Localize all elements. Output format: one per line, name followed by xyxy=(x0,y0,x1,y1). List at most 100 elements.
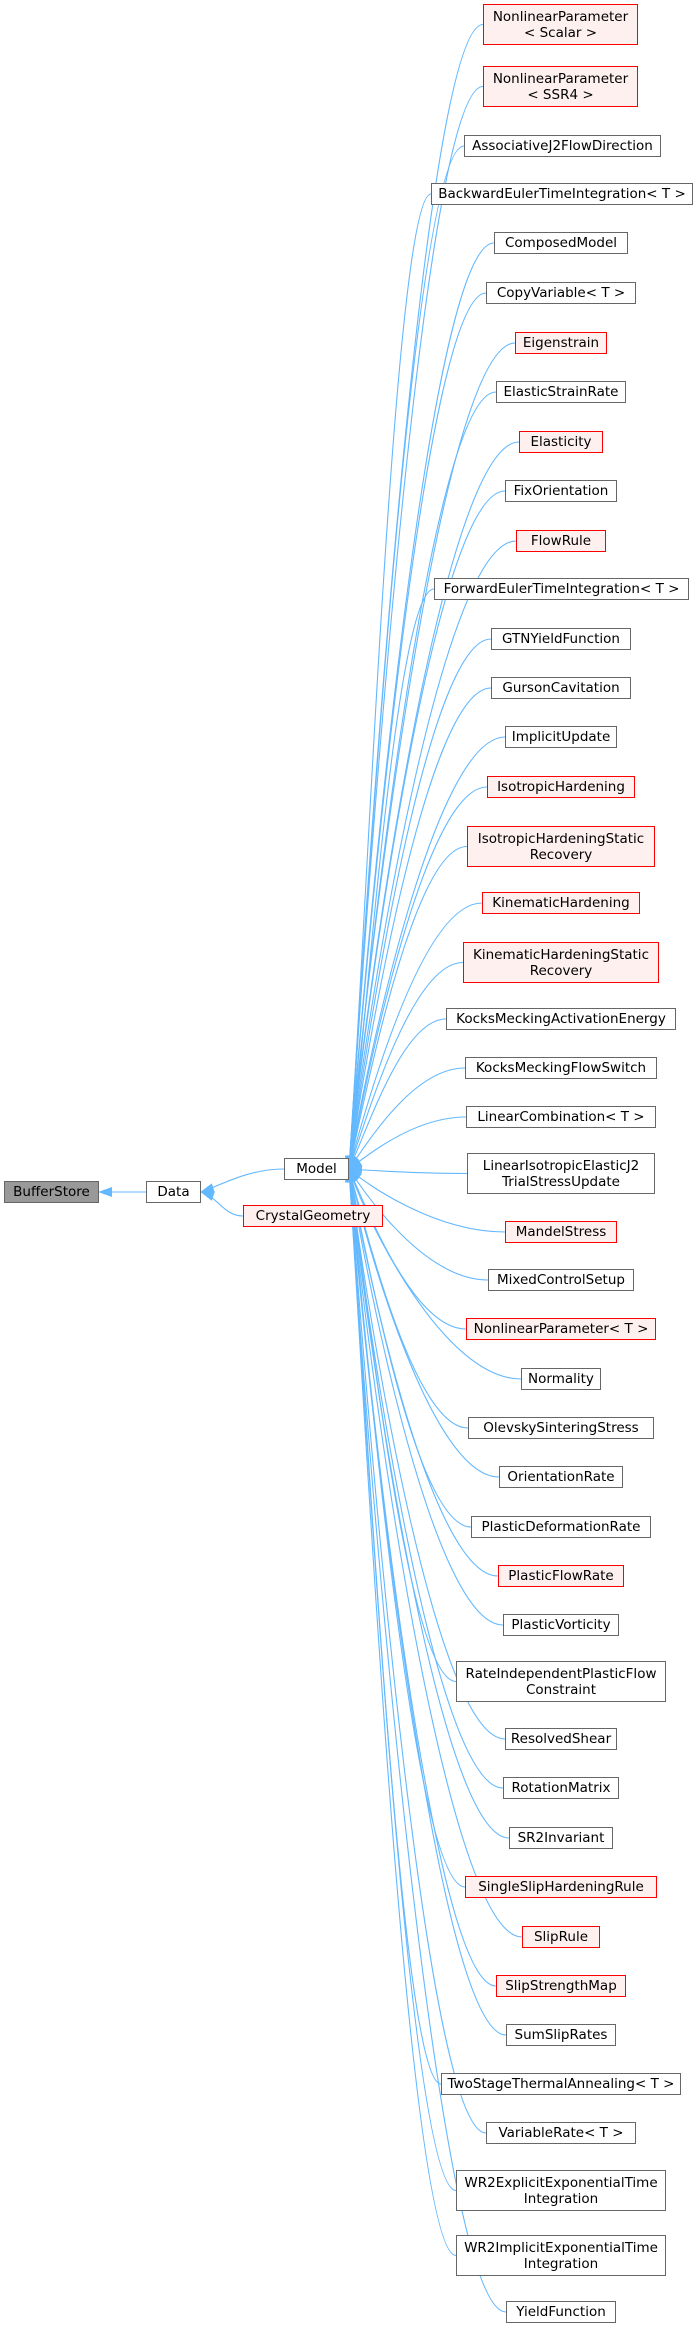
edge-linear-combination-to-model xyxy=(348,1116,467,1170)
edge-normality-to-model xyxy=(348,1168,522,1380)
class-node-nonlinear-parameter-ssr4[interactable]: NonlinearParameter< SSR4 > xyxy=(483,66,638,107)
edge-flow-rule-to-model xyxy=(345,540,517,1170)
class-node-label: BufferStore xyxy=(13,1184,90,1200)
class-node-normality[interactable]: Normality xyxy=(521,1368,601,1390)
class-node-elasticity[interactable]: Elasticity xyxy=(519,431,603,453)
edge-backward-euler-time-integration-to-model xyxy=(344,193,432,1170)
class-node-label: MandelStress xyxy=(515,1224,607,1240)
class-node-variable-rate[interactable]: VariableRate< T > xyxy=(486,2122,636,2144)
class-node-label: ImplicitUpdate xyxy=(511,729,611,745)
class-node-forward-euler-time-integration[interactable]: ForwardEulerTimeIntegration< T > xyxy=(434,578,689,600)
class-node-label: BackwardEulerTimeIntegration< T > xyxy=(438,186,686,202)
edge-single-slip-hardening-rule-to-model xyxy=(345,1168,466,1888)
class-node-rotation-matrix[interactable]: RotationMatrix xyxy=(503,1777,619,1799)
class-node-label: WR2ImplicitExponentialTime xyxy=(464,2239,658,2256)
edge-sr2-invariant-to-model xyxy=(345,1168,510,1839)
class-node-gtn-yield-function[interactable]: GTNYieldFunction xyxy=(491,628,631,650)
class-node-label: NonlinearParameter xyxy=(492,8,629,25)
class-node-label: ElasticStrainRate xyxy=(503,384,619,400)
class-node-label: Recovery xyxy=(529,846,593,863)
class-node-label: Eigenstrain xyxy=(522,335,600,351)
edge-isotropic-hardening-static-recovery-to-model xyxy=(346,845,468,1170)
edge-crystal-geometry-to-data xyxy=(200,1191,244,1217)
class-node-label: SingleSlipHardeningRule xyxy=(478,1879,644,1895)
class-node-composed-model[interactable]: ComposedModel xyxy=(494,232,628,254)
class-node-backward-euler-time-integration[interactable]: BackwardEulerTimeIntegration< T > xyxy=(431,183,693,205)
edge-elastic-strain-rate-to-model xyxy=(345,391,497,1170)
class-node-slip-strength-map[interactable]: SlipStrengthMap xyxy=(496,1975,626,1997)
class-node-label: Model xyxy=(296,1161,337,1177)
class-node-label: OrientationRate xyxy=(507,1469,615,1485)
class-node-plastic-flow-rate[interactable]: PlasticFlowRate xyxy=(498,1565,624,1587)
class-node-label: KocksMeckingFlowSwitch xyxy=(475,1060,647,1076)
class-node-associative-j2-flow-direction[interactable]: AssociativeJ2FlowDirection xyxy=(464,135,661,157)
class-node-single-slip-hardening-rule[interactable]: SingleSlipHardeningRule xyxy=(465,1876,657,1898)
class-node-plastic-vorticity[interactable]: PlasticVorticity xyxy=(503,1614,619,1636)
class-node-label: CopyVariable< T > xyxy=(496,285,626,301)
class-node-data[interactable]: Data xyxy=(146,1181,201,1203)
class-node-two-stage-thermal-annealing[interactable]: TwoStageThermalAnnealing< T > xyxy=(441,2073,681,2095)
class-node-label: IsotropicHardeningStatic xyxy=(477,830,645,847)
class-node-model[interactable]: Model xyxy=(284,1158,349,1180)
class-node-olevsky-sintering-stress[interactable]: OlevskySinteringStress xyxy=(468,1417,654,1439)
edge-rotation-matrix-to-model xyxy=(345,1168,504,1789)
class-node-kocks-mecking-activation-energy[interactable]: KocksMeckingActivationEnergy xyxy=(446,1008,676,1030)
class-node-label: SlipRule xyxy=(533,1929,589,1945)
class-node-label: Integration xyxy=(523,2255,599,2272)
class-node-label: RateIndependentPlasticFlow xyxy=(465,1665,657,1682)
class-node-crystal-geometry[interactable]: CrystalGeometry xyxy=(243,1205,383,1227)
edge-wr2-implicit-exponential-time-integration-to-model xyxy=(344,1168,457,2257)
class-node-label: VariableRate< T > xyxy=(498,2125,624,2141)
class-node-nonlinear-parameter-t[interactable]: NonlinearParameter< T > xyxy=(466,1318,656,1340)
edge-olevsky-sintering-stress-to-model xyxy=(347,1168,469,1429)
class-node-label: Integration xyxy=(523,2190,599,2207)
class-node-copy-variable[interactable]: CopyVariable< T > xyxy=(486,282,636,304)
edge-linear-isotropic-elastic-j2-trial-stress-update-to-model xyxy=(348,1164,468,1175)
class-node-linear-combination[interactable]: LinearCombination< T > xyxy=(466,1106,656,1128)
class-node-sr2-invariant[interactable]: SR2Invariant xyxy=(509,1827,613,1849)
class-node-mandel-stress[interactable]: MandelStress xyxy=(505,1221,617,1243)
class-node-label: LinearIsotropicElasticJ2 xyxy=(482,1157,640,1174)
class-node-label: Normality xyxy=(528,1371,594,1387)
class-node-kocks-mecking-flow-switch[interactable]: KocksMeckingFlowSwitch xyxy=(465,1057,657,1079)
class-node-eigenstrain[interactable]: Eigenstrain xyxy=(515,332,607,354)
class-node-orientation-rate[interactable]: OrientationRate xyxy=(499,1466,623,1488)
class-node-nonlinear-parameter-scalar[interactable]: NonlinearParameter< Scalar > xyxy=(483,4,638,45)
class-node-kinematic-hardening[interactable]: KinematicHardening xyxy=(482,892,640,914)
class-node-plastic-deformation-rate[interactable]: PlasticDeformationRate xyxy=(471,1516,651,1538)
class-node-label: FlowRule xyxy=(530,533,592,549)
class-node-fix-orientation[interactable]: FixOrientation xyxy=(505,480,617,502)
class-node-label: PlasticFlowRate xyxy=(508,1568,614,1584)
class-node-label: Recovery xyxy=(529,962,593,979)
edge-isotropic-hardening-to-model xyxy=(346,786,488,1170)
class-node-implicit-update[interactable]: ImplicitUpdate xyxy=(505,726,617,748)
class-node-buffer-store: BufferStore xyxy=(4,1181,99,1203)
class-node-resolved-shear[interactable]: ResolvedShear xyxy=(505,1728,617,1750)
edge-gtn-yield-function-to-model xyxy=(345,638,492,1170)
class-node-label: < Scalar > xyxy=(523,24,598,41)
class-node-label: AssociativeJ2FlowDirection xyxy=(472,138,653,154)
edge-plastic-flow-rate-to-model xyxy=(346,1168,499,1577)
class-node-isotropic-hardening[interactable]: IsotropicHardening xyxy=(487,776,635,798)
class-node-gurson-cavitation[interactable]: GursonCavitation xyxy=(491,677,631,699)
edge-sum-slip-rates-to-model xyxy=(345,1168,507,2036)
class-node-slip-rule[interactable]: SlipRule xyxy=(522,1926,600,1948)
edge-kinematic-hardening-static-recovery-to-model xyxy=(348,961,464,1170)
class-node-mixed-control-setup[interactable]: MixedControlSetup xyxy=(488,1269,634,1291)
class-node-label: PlasticDeformationRate xyxy=(481,1519,641,1535)
class-node-flow-rule[interactable]: FlowRule xyxy=(516,530,606,552)
class-node-elastic-strain-rate[interactable]: ElasticStrainRate xyxy=(496,381,626,403)
class-node-label: WR2ExplicitExponentialTime xyxy=(464,2174,658,2191)
class-node-label: Elasticity xyxy=(530,434,592,450)
class-node-yield-function[interactable]: YieldFunction xyxy=(506,2301,616,2323)
edge-slip-rule-to-model xyxy=(345,1168,523,1938)
edge-forward-euler-time-integration-to-model xyxy=(345,588,435,1170)
class-node-label: LinearCombination< T > xyxy=(477,1109,645,1125)
class-node-sum-slip-rates[interactable]: SumSlipRates xyxy=(506,2024,616,2046)
